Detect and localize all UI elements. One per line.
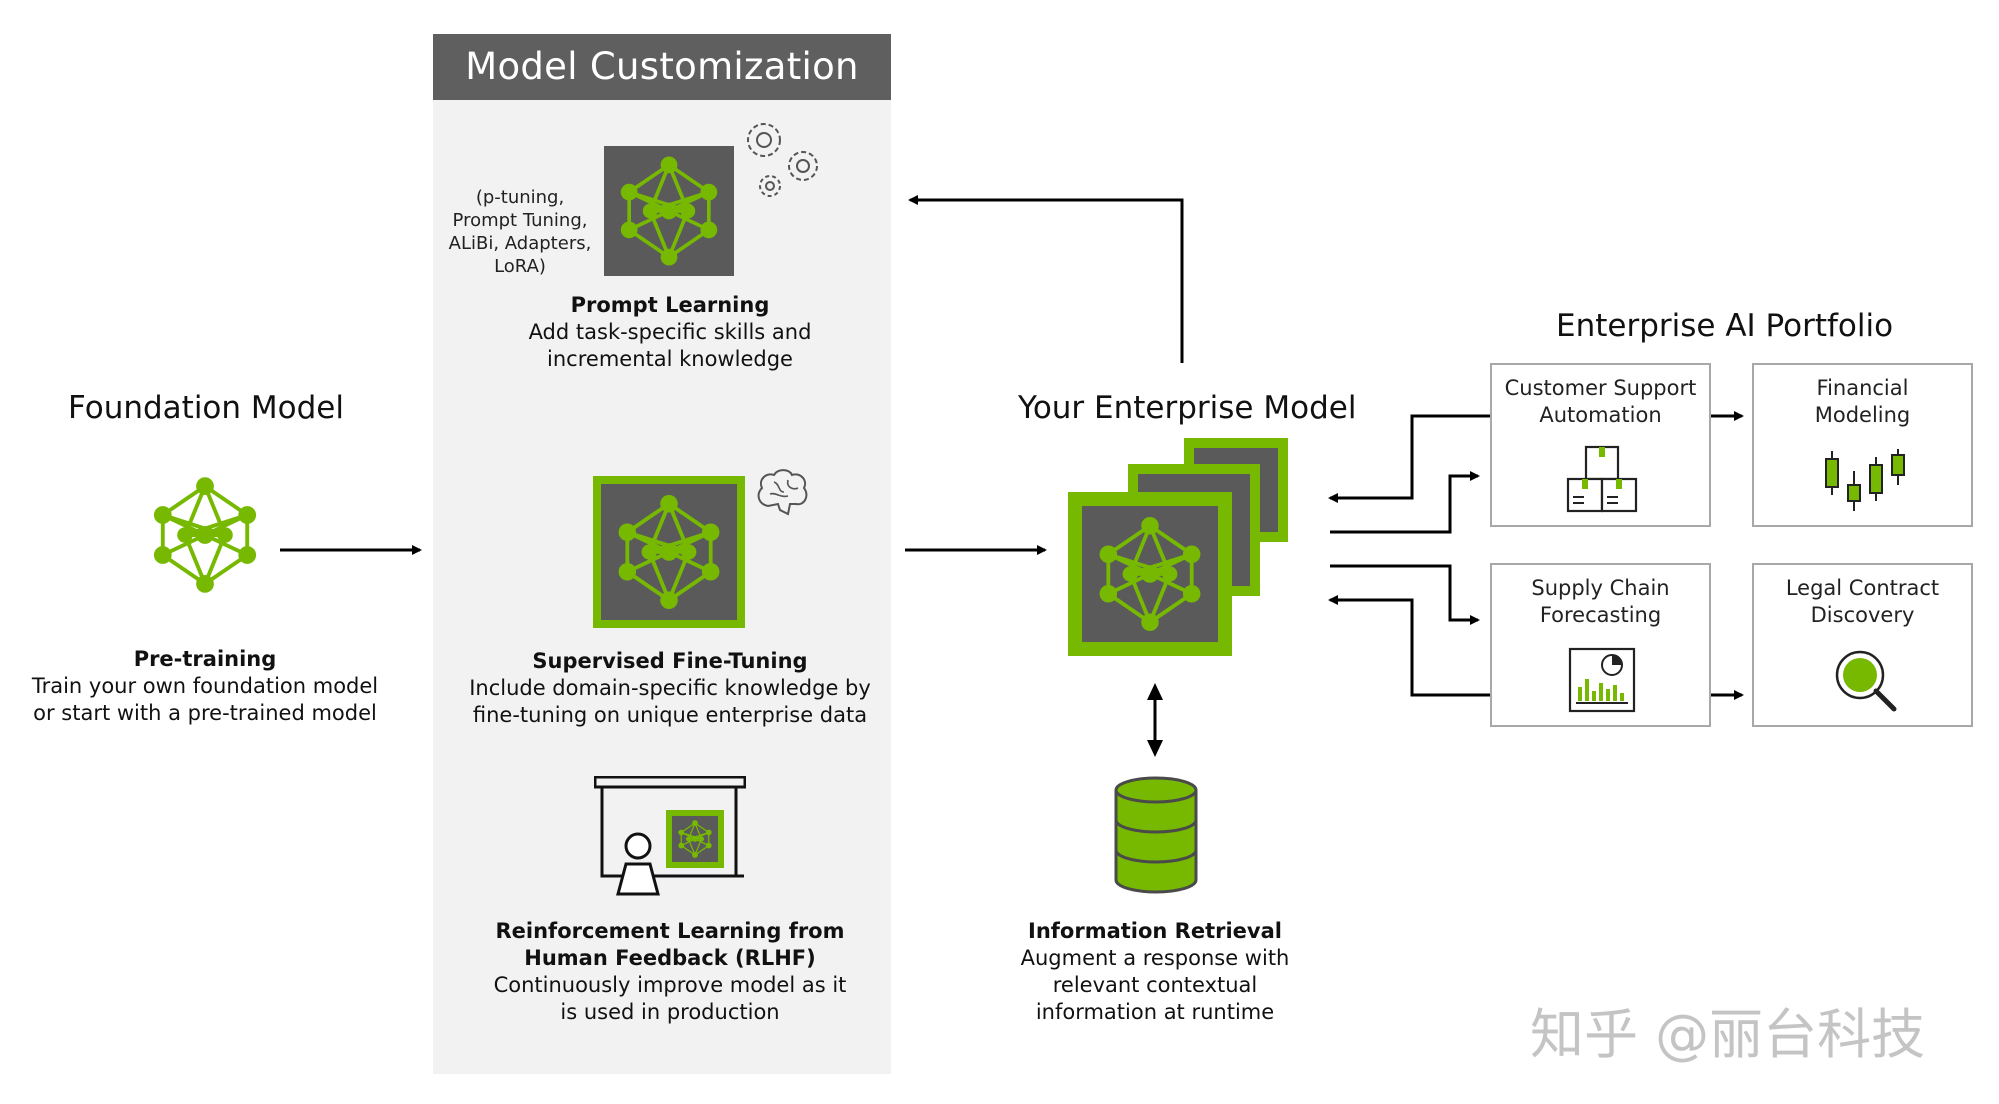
sft-desc-2: fine-tuning on unique enterprise data	[472, 703, 868, 727]
arrow-to-customer-support	[1330, 471, 1480, 534]
supply-chain-box: Supply Chain Forecasting	[1490, 563, 1711, 727]
panel-title: Model Customization	[433, 34, 891, 100]
neural-network-icon	[151, 475, 259, 595]
portfolio-title: Enterprise AI Portfolio	[1556, 308, 1894, 344]
foundation-model-title: Foundation Model	[68, 390, 344, 426]
pretraining-desc-2: or start with a pre-trained model	[33, 701, 377, 725]
neural-network-icon	[618, 154, 720, 268]
pretraining-desc-1: Train your own foundation model	[31, 674, 379, 698]
prompt-learning-title: Prompt Learning	[570, 293, 770, 317]
chart-report-icon	[1568, 647, 1636, 713]
prompt-learning-desc-1: Add task-specific skills and	[528, 320, 812, 344]
method-line: ALiBi, Adapters,	[448, 233, 592, 254]
retrieval-desc-3: information at runtime	[1035, 1000, 1275, 1024]
rlhf-desc-2: is used in production	[560, 1000, 780, 1024]
sft-desc-1: Include domain-specific knowledge by	[469, 676, 871, 700]
presentation-icon	[594, 776, 746, 896]
legal-contract-box: Legal Contract Discovery	[1752, 563, 1973, 727]
magnifier-icon	[1835, 650, 1897, 712]
prompt-methods-list: (p-tuning, Prompt Tuning, ALiBi, Adapter…	[440, 186, 600, 278]
prompt-learning-model-tile	[604, 146, 734, 276]
boxes-icon	[1566, 445, 1638, 513]
enterprise-model-stack	[1068, 438, 1290, 658]
rlhf-desc-1: Continuously improve model as it	[493, 973, 847, 997]
rlhf-title-2: Human Feedback (RLHF)	[524, 946, 816, 970]
box-label: Legal Contract	[1785, 576, 1940, 600]
sft-model-tile	[593, 476, 745, 628]
method-line: Prompt Tuning,	[452, 210, 588, 231]
candlestick-icon	[1825, 449, 1905, 511]
neural-network-icon	[616, 493, 722, 611]
retrieval-desc-1: Augment a response with	[1020, 946, 1290, 970]
method-line: LoRA)	[494, 256, 546, 277]
enterprise-model-title: Your Enterprise Model	[1018, 390, 1357, 426]
box-label: Supply Chain	[1531, 576, 1670, 600]
retrieval-desc-2: relevant contextual	[1052, 973, 1258, 997]
box-label: Automation	[1539, 403, 1662, 427]
arrow-to-supply-chain	[1330, 564, 1480, 625]
box-label: Financial	[1816, 376, 1909, 400]
brain-icon	[757, 469, 808, 516]
box-label: Discovery	[1810, 603, 1915, 627]
method-line: (p-tuning,	[475, 187, 565, 208]
box-label: Customer Support	[1504, 376, 1697, 400]
arrow-supply-chain-back	[1328, 595, 1490, 697]
pretraining-title: Pre-training	[133, 647, 277, 671]
box-label: Forecasting	[1539, 603, 1662, 627]
financial-modeling-box: Financial Modeling	[1752, 363, 1973, 527]
rlhf-title-1: Reinforcement Learning from	[495, 919, 845, 943]
prompt-learning-desc-2: incremental knowledge	[547, 347, 793, 371]
database-icon	[1114, 776, 1198, 894]
neural-network-icon	[1097, 515, 1203, 633]
arrow-customer-support-back	[1328, 414, 1490, 503]
customer-support-box: Customer Support Automation	[1490, 363, 1711, 527]
arrow-feedback-loop	[908, 195, 1184, 363]
retrieval-title: Information Retrieval	[1028, 919, 1282, 943]
gears-icon	[747, 123, 818, 197]
sft-title: Supervised Fine-Tuning	[532, 649, 808, 673]
watermark-text: 知乎 @丽台科技	[1530, 1003, 1926, 1066]
box-label: Modeling	[1814, 403, 1911, 427]
